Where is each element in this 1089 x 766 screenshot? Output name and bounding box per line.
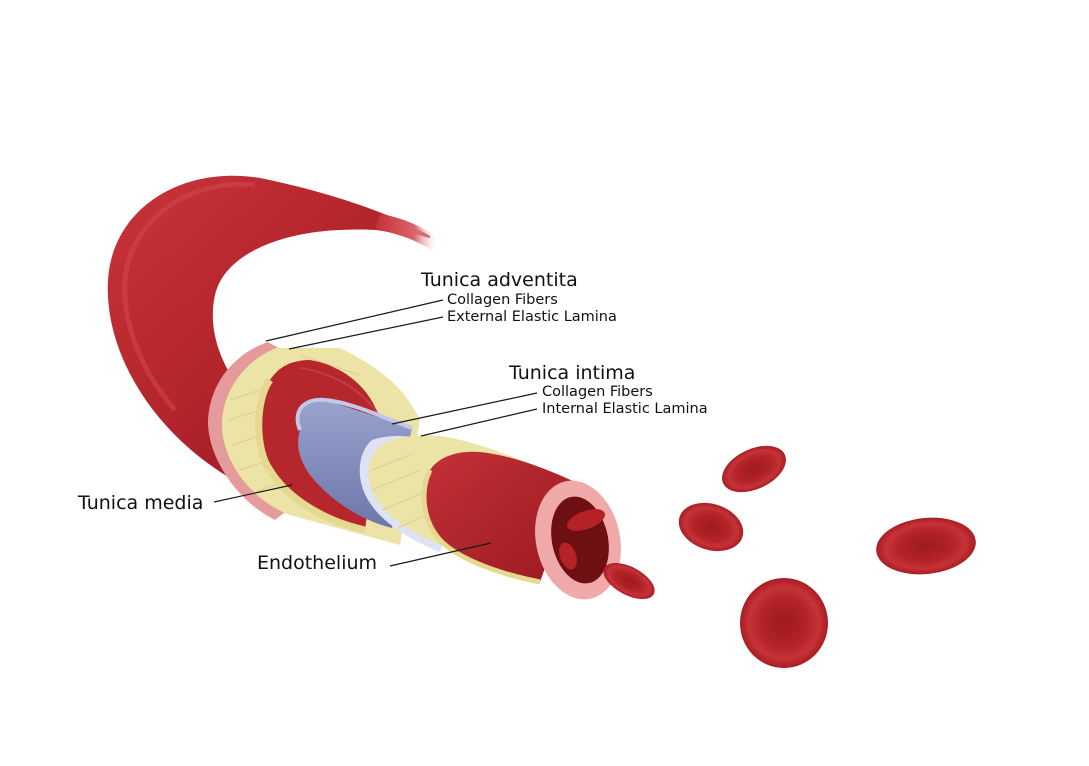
- artery-outer-wall: [107, 175, 440, 478]
- red-blood-cell: [603, 562, 655, 600]
- red-blood-cell: [678, 502, 744, 552]
- pointer-intima-collagen: [391, 392, 538, 425]
- label-external-elastic-lamina: External Elastic Lamina: [447, 309, 617, 325]
- pointer-external-elastic: [288, 316, 444, 350]
- red-blood-cell: [722, 445, 786, 493]
- label-tunica-intima: Tunica intima: [509, 362, 636, 384]
- pointer-internal-elastic: [420, 408, 538, 437]
- pointer-tunica-media: [213, 484, 293, 503]
- label-tunica-media: Tunica media: [78, 492, 204, 514]
- red-blood-cell: [876, 517, 976, 575]
- label-internal-elastic-lamina: Internal Elastic Lamina: [542, 401, 708, 417]
- label-tunica-adventita: Tunica adventita: [421, 269, 578, 291]
- label-adventita-collagen-fibers: Collagen Fibers: [447, 292, 558, 308]
- red-blood-cells: [603, 445, 976, 668]
- red-blood-cell: [740, 578, 828, 668]
- lumen-opening: [535, 480, 621, 600]
- pointer-endothelium: [389, 542, 492, 567]
- pointer-lines: [213, 299, 538, 567]
- label-intima-collagen-fibers: Collagen Fibers: [542, 384, 653, 400]
- pointer-adventita-collagen: [265, 299, 444, 342]
- label-endothelium: Endothelium: [257, 552, 378, 574]
